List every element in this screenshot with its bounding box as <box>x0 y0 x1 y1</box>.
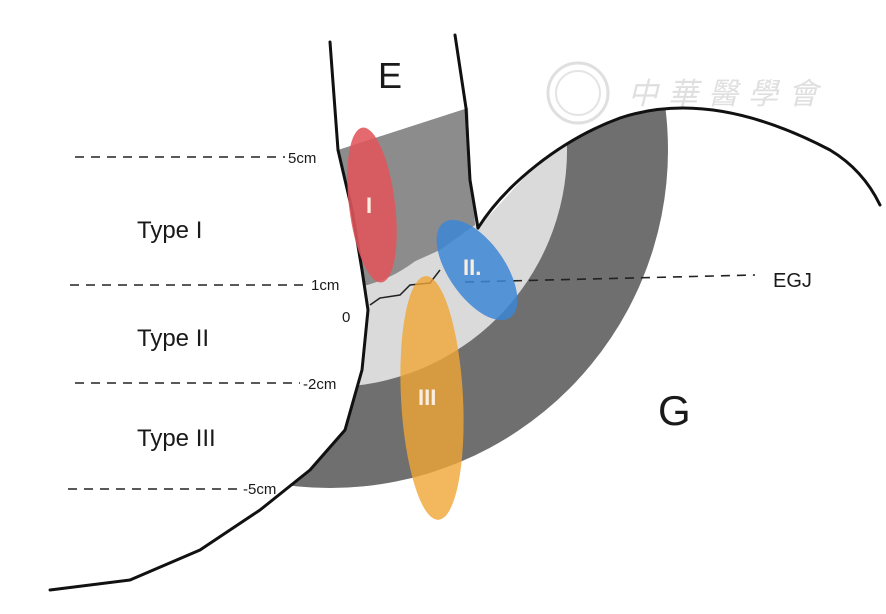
stomach-label: G <box>658 387 691 434</box>
type-1-label: Type I <box>137 217 202 244</box>
watermark-text: 中華醫學會 <box>628 77 828 112</box>
type-1-mark: I <box>366 193 372 218</box>
esophagus-left-wall <box>48 40 370 592</box>
watermark-logo: 中華醫學會 <box>546 61 828 125</box>
type-2-mark: II. <box>463 255 481 280</box>
type-3-label: Type III <box>137 425 216 452</box>
scale-minus2cm: -2cm <box>303 376 336 393</box>
type-1-tumor: I <box>347 127 397 283</box>
greater-curvature <box>476 106 882 230</box>
esophagus-right-wall <box>453 33 480 230</box>
type-3-tumor: III <box>400 276 464 520</box>
scale-1cm: 1cm <box>311 277 339 294</box>
scale-0: 0 <box>342 309 350 326</box>
scale-minus5cm: -5cm <box>243 481 276 498</box>
scale-5cm: 5cm <box>288 150 316 167</box>
egj-label: EGJ <box>773 270 812 292</box>
esophagus-label: E <box>378 55 402 96</box>
type-2-tumor: II. <box>436 219 518 321</box>
type-2-label: Type II <box>137 325 209 352</box>
type-3-mark: III <box>418 385 436 410</box>
